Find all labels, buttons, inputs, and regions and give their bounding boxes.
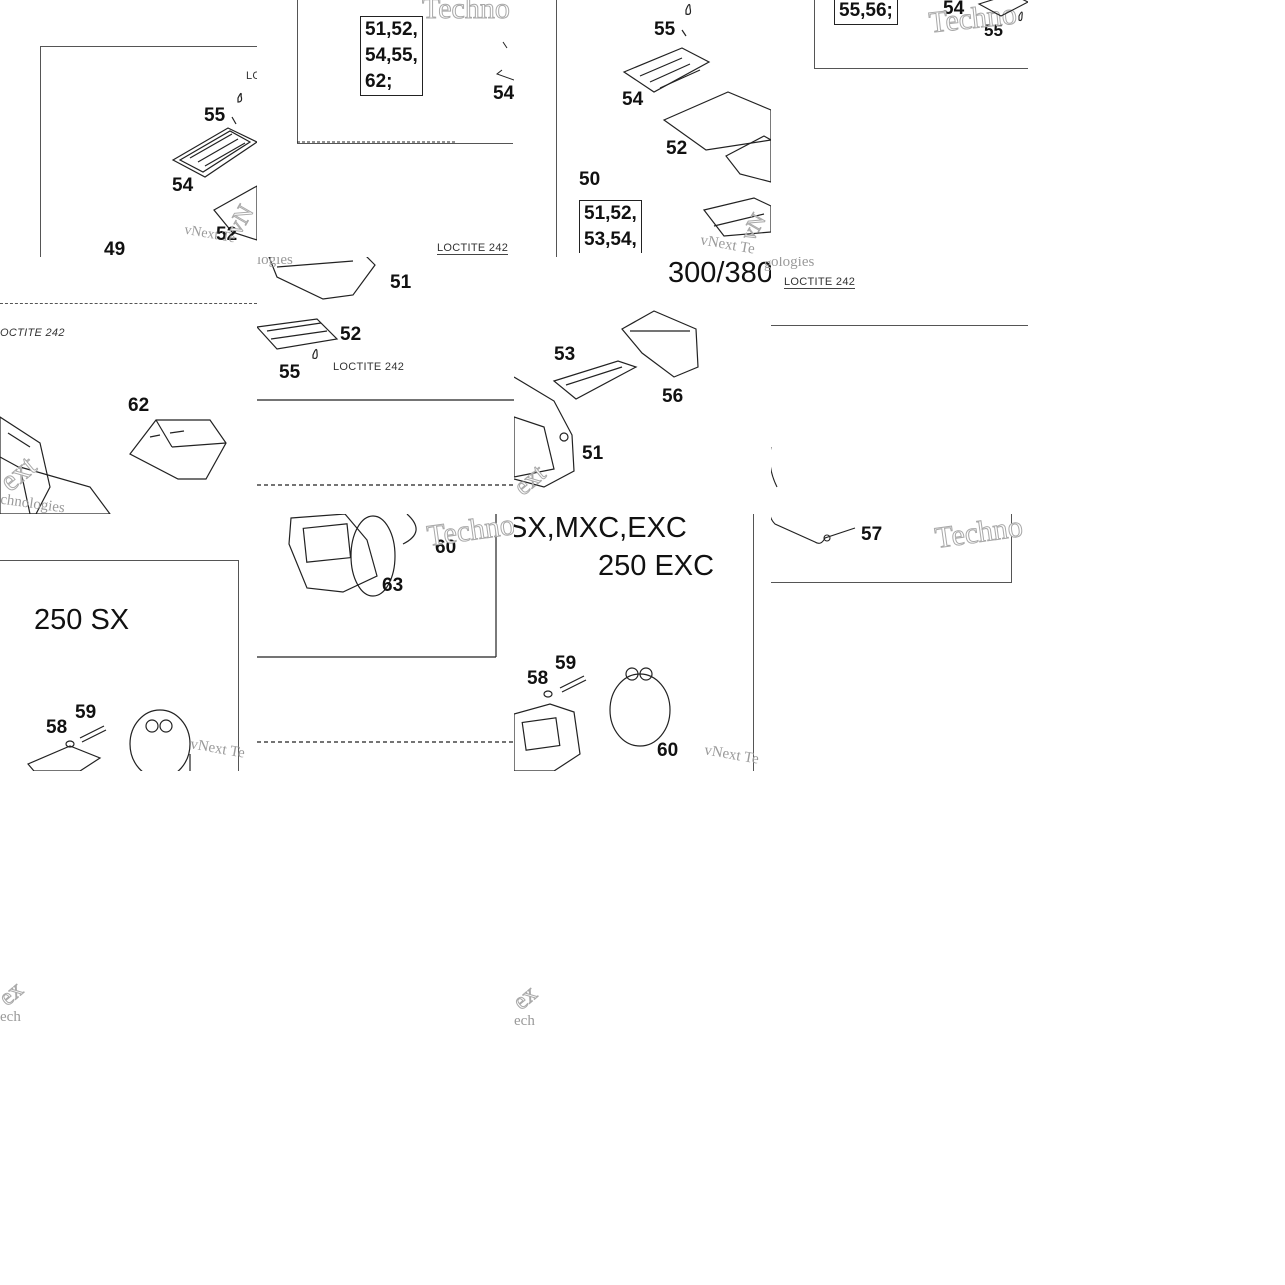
watermark-text: Techno xyxy=(422,0,511,25)
reed-cage-drawing xyxy=(0,416,227,514)
diagram-tile-reed-valve-49: LC 55 54 52 49 vNext Te vN xyxy=(0,0,257,257)
clip-drawing xyxy=(297,41,514,143)
model-label: 300/380 xyxy=(668,257,771,289)
reed-petal-drawing xyxy=(171,92,257,241)
intake-flange-drawing xyxy=(514,667,671,771)
intake-flange-drawing xyxy=(27,709,191,771)
part-label-60: 60 xyxy=(435,537,457,558)
part-label-59: 59 xyxy=(75,702,97,723)
part-label-58: 58 xyxy=(527,668,549,689)
part-label-59: 59 xyxy=(555,653,577,674)
reed-block-drawing xyxy=(771,516,856,544)
part-label-55: 55 xyxy=(279,362,301,383)
part-label-56: 56 xyxy=(662,386,684,407)
part-label-63: 63 xyxy=(382,575,404,596)
part-list-box: 55,56; xyxy=(834,0,898,25)
reed-petal-drawing xyxy=(977,0,1028,22)
tile-frame xyxy=(556,0,771,257)
diagram-tile-250sx: 250 SX 59 58 vNext Te xyxy=(0,514,257,771)
watermark-text: ex xyxy=(0,976,29,1012)
diagram-tile-part-list: 51,52, 54,55, 62; Techno 54 LOCTITE 242 xyxy=(257,0,514,257)
part-label-62: 62 xyxy=(128,395,150,416)
diagram-tile-reed-valve-62: OCTITE 242 62 ext chnologies xyxy=(0,257,257,514)
model-label: 250 SX xyxy=(34,604,130,636)
diagram-tile-part-list-right: 55,56; 54 55 Techno xyxy=(771,0,1028,257)
diagram-tile-sx-mxc-exc: SX,MXC,EXC 250 EXC 52 ext 59 58 60 vNext… xyxy=(514,514,771,771)
diagram-tile-reed-valve-50: 55 54 52 50 51,52, 53,54, vNext Te vN xyxy=(514,0,771,257)
watermark-text: ex xyxy=(508,980,543,1016)
part-label-52: 52 xyxy=(340,324,362,345)
part-label-53: 53 xyxy=(554,344,576,365)
part-label-58: 58 xyxy=(46,717,68,738)
diagram-tile-reed-petal-52: 51 52 55 LOCTITE 242 logies xyxy=(257,257,514,514)
loctite-label: LOCTITE 242 xyxy=(784,276,856,289)
part-label-54: 54 xyxy=(493,83,514,104)
reed-assembly-drawing xyxy=(257,257,514,486)
loctite-label: LOCTITE 242 xyxy=(333,361,405,373)
part-label-57: 57 xyxy=(861,524,883,545)
part-list-box: 51,52, 54,55, 62; xyxy=(360,16,423,96)
reed-block-drawing xyxy=(771,447,778,488)
diagram-tile-reed-valve-300: 300/380 53 56 51 ext gies xyxy=(514,257,771,514)
part-list-box: 51,52, 53,54, xyxy=(579,200,642,253)
reed-valve-drawing xyxy=(622,3,771,237)
part-label-55: 55 xyxy=(204,105,226,126)
model-label: 250 EXC xyxy=(598,550,715,582)
tile-frame xyxy=(0,560,239,771)
tile-frame xyxy=(771,325,1028,514)
diagram-tile-57: 57 Techno xyxy=(771,514,1028,771)
part-label-50: 50 xyxy=(579,169,601,190)
loctite-label: LOCTITE 242 xyxy=(437,242,509,255)
tile-frame xyxy=(297,0,513,144)
part-label-54: 54 xyxy=(172,175,194,196)
part-label-51: 51 xyxy=(390,272,412,293)
tile-frame xyxy=(40,46,257,257)
watermark-text: ech xyxy=(0,1009,21,1025)
part-label-52: 52 xyxy=(666,138,688,159)
loctite-label: LC xyxy=(246,70,257,82)
part-label-52: 52 xyxy=(216,224,238,245)
diagram-tile-intake-63: 60 63 Techno xyxy=(257,514,514,771)
diagram-tile-loctite: ologies LOCTITE 242 xyxy=(771,257,1028,514)
tile-frame xyxy=(814,0,1028,69)
watermark-text: logies xyxy=(257,257,293,268)
part-label-55: 55 xyxy=(984,21,1003,40)
part-label-49: 49 xyxy=(104,239,126,257)
intake-boot-drawing xyxy=(257,514,514,743)
tile-frame xyxy=(514,514,754,771)
part-label-54: 54 xyxy=(622,89,644,110)
watermark-text: ech xyxy=(514,1013,535,1029)
part-label-60: 60 xyxy=(657,740,679,761)
tile-frame xyxy=(0,303,257,514)
reed-valve-drawing xyxy=(514,310,699,488)
tile-frame xyxy=(771,514,1012,583)
part-label-51: 51 xyxy=(582,443,604,464)
part-label-52: 52 xyxy=(532,514,553,515)
model-label: SX,MXC,EXC xyxy=(514,514,687,544)
part-label-54: 54 xyxy=(943,0,965,19)
watermark-text: gies xyxy=(764,257,771,272)
watermark-text: ologies xyxy=(771,257,815,270)
part-label-55: 55 xyxy=(654,19,676,40)
loctite-label: OCTITE 242 xyxy=(0,327,65,339)
